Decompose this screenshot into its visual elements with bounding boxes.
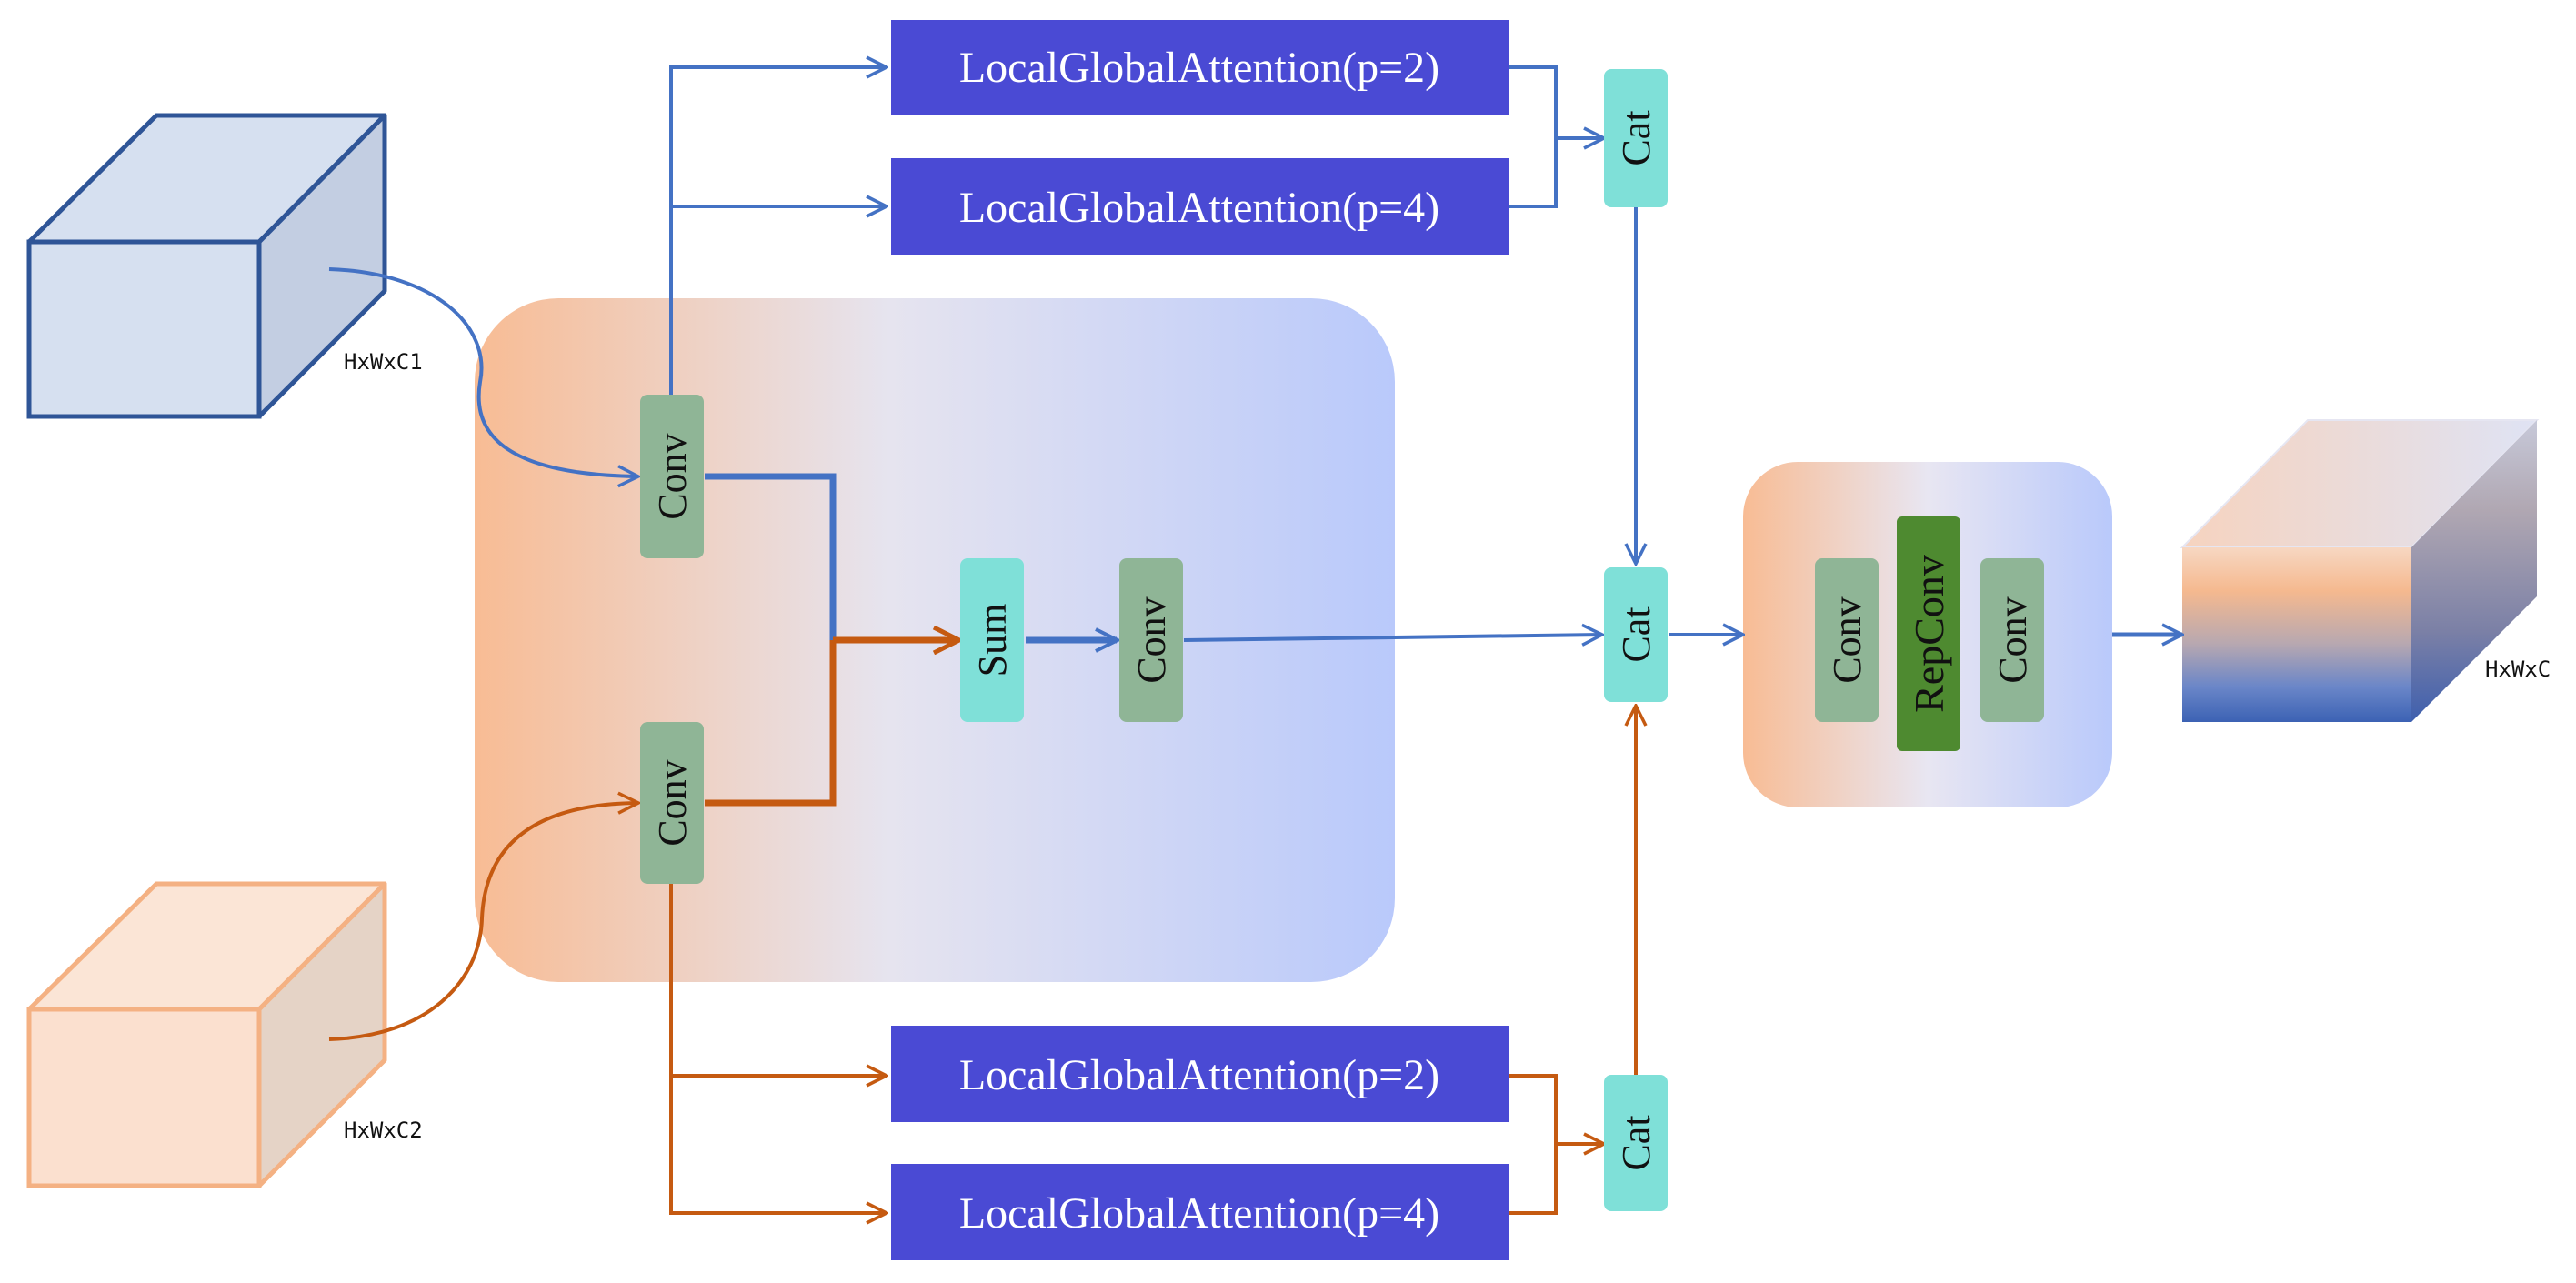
block-conv-right-node: Conv xyxy=(1980,558,2044,722)
conv-bottom-node: Conv xyxy=(640,722,704,884)
conv-to-cat-arrow xyxy=(1183,635,1602,640)
conv-bottom-label: Conv xyxy=(650,759,695,846)
conv-bottom-to-merge-line xyxy=(705,640,837,807)
lga-top-p4-box: LocalGlobalAttention(p=4) xyxy=(891,158,1509,255)
cat-bottom-label: Cat xyxy=(1614,1115,1659,1170)
input2-to-conv-arrow xyxy=(328,803,638,1041)
block-conv-right-label: Conv xyxy=(1990,596,2035,683)
conv-bottom-to-lga-line xyxy=(669,884,887,1213)
sum-label: Sum xyxy=(970,604,1015,677)
lga-bottom-p2-label: LocalGlobalAttention(p=2) xyxy=(959,1051,1439,1099)
lga-top-to-cat-lines xyxy=(1509,65,1604,208)
cat-top-label: Cat xyxy=(1614,110,1659,165)
cat-middle-label: Cat xyxy=(1614,606,1659,662)
lga-top-p4-label: LocalGlobalAttention(p=4) xyxy=(959,184,1439,232)
conv-top-to-merge-line xyxy=(705,473,837,640)
lga-bottom-p4-label: LocalGlobalAttention(p=4) xyxy=(959,1189,1439,1238)
conv-top-label: Conv xyxy=(650,433,695,519)
block-conv-left-node: Conv xyxy=(1815,558,1879,722)
block-repconv-label: RepConv xyxy=(1906,555,1952,713)
cat-bottom-node: Cat xyxy=(1604,1075,1668,1211)
input-cube-2 xyxy=(26,881,387,1188)
conv-top-to-lga-line xyxy=(669,67,887,395)
lga-top-p2-label: LocalGlobalAttention(p=2) xyxy=(959,44,1439,92)
lga-bottom-p2-box: LocalGlobalAttention(p=2) xyxy=(891,1026,1509,1122)
conv-middle-label: Conv xyxy=(1129,596,1174,683)
block-repconv-node: RepConv xyxy=(1897,516,1960,751)
input2-dim-label: HxWxC2 xyxy=(344,1118,423,1143)
lga-bottom-to-cat-lines xyxy=(1509,1074,1604,1215)
input1-to-conv-arrow xyxy=(328,267,638,476)
output-dim-label: HxWxC xyxy=(2485,657,2551,682)
lga-bottom-p4-box: LocalGlobalAttention(p=4) xyxy=(891,1164,1509,1260)
sum-node: Sum xyxy=(960,558,1024,722)
conv-middle-node: Conv xyxy=(1119,558,1183,722)
output-cube xyxy=(2180,419,2540,722)
cat-top-node: Cat xyxy=(1604,69,1668,207)
input1-dim-label: HxWxC1 xyxy=(344,349,423,375)
block-conv-left-label: Conv xyxy=(1825,596,1869,683)
cat-middle-node: Cat xyxy=(1604,567,1668,702)
lga-top-p2-box: LocalGlobalAttention(p=2) xyxy=(891,20,1509,115)
input-cube-1 xyxy=(26,113,387,419)
conv-top-node: Conv xyxy=(640,395,704,558)
